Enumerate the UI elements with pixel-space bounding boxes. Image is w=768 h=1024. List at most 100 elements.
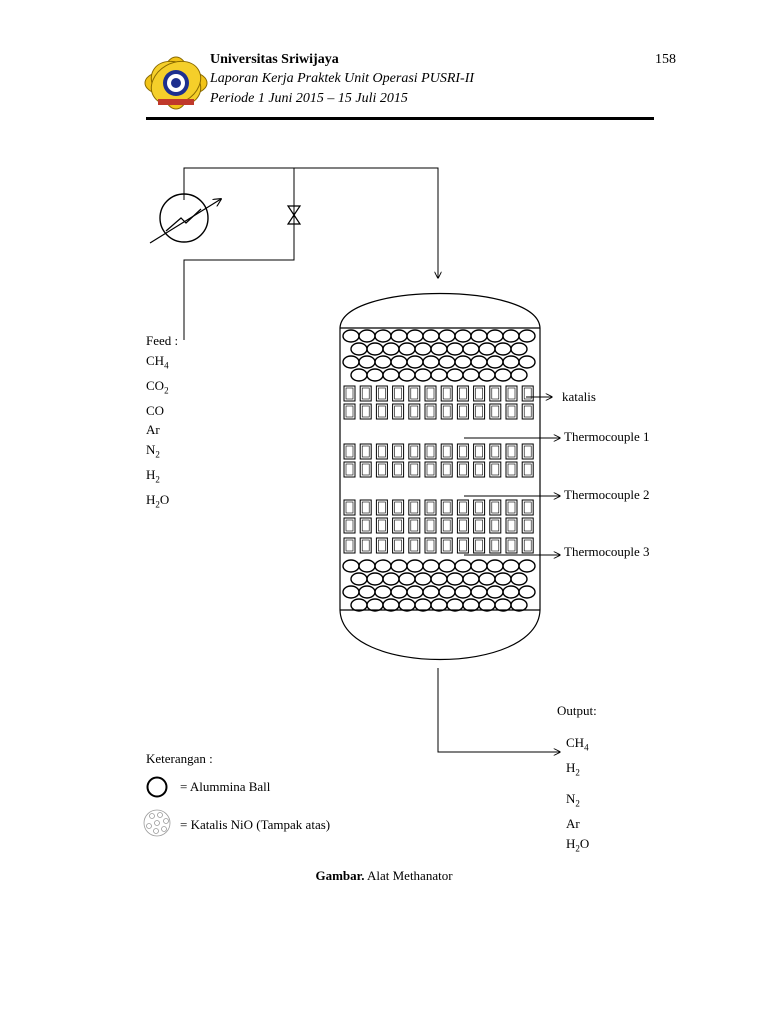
- alumina-ball: [494, 342, 512, 356]
- catalyst-pellet: [505, 461, 518, 478]
- catalyst-pellet: [440, 385, 453, 402]
- catalyst-pellet-inner: [442, 445, 451, 458]
- catalyst-pellet-inner: [523, 463, 532, 476]
- alumina-ball: [510, 598, 528, 612]
- catalyst-pellet-inner: [345, 519, 354, 532]
- catalyst-pellet: [456, 517, 469, 534]
- catalyst-pellet-inner: [459, 445, 467, 458]
- alumina-ball: [374, 585, 392, 599]
- catalyst-pellet: [440, 461, 453, 478]
- catalyst-pellet-inner: [378, 539, 386, 552]
- figure-caption: Gambar. Alat Methanator: [0, 868, 768, 884]
- catalyst-pellet-inner: [491, 387, 500, 400]
- catalyst-pellet: [521, 403, 534, 420]
- catalyst-pellet: [343, 443, 356, 460]
- alumina-ball: [446, 368, 464, 382]
- alumina-ball: [438, 355, 456, 369]
- alumina-ball: [398, 342, 416, 356]
- catalyst-pellet-inner: [361, 387, 370, 400]
- alumina-ball: [350, 572, 368, 586]
- alumina-ball: [406, 329, 424, 343]
- catalyst-pellet: [359, 537, 372, 554]
- catalyst-pellet-inner: [475, 405, 483, 418]
- alumina-ball: [414, 368, 432, 382]
- catalyst-pellet-inner: [507, 463, 516, 476]
- catalyst-pellet: [359, 385, 372, 402]
- catalyst-pellet-inner: [442, 405, 451, 418]
- catalyst-pellet: [505, 443, 518, 460]
- catalyst-pellet-inner: [523, 405, 532, 418]
- alumina-ball: [382, 598, 400, 612]
- catalyst-pellet: [440, 403, 453, 420]
- catalyst-pellet: [489, 403, 502, 420]
- alumina-ball: [446, 598, 464, 612]
- catalyst-pellet: [489, 517, 502, 534]
- alumina-ball: [478, 598, 496, 612]
- catalyst-pellet-inner: [345, 387, 354, 400]
- catalyst-pellet-inner: [410, 539, 419, 552]
- catalyst-pellet-inner: [394, 539, 402, 552]
- catalyst-pellet-inner: [426, 405, 435, 418]
- alumina-ball: [350, 342, 368, 356]
- alumina-ball: [486, 559, 504, 573]
- catalyst-pellet-inner: [523, 501, 532, 514]
- alumina-ball: [342, 329, 360, 343]
- catalyst-pellet-inner: [394, 387, 402, 400]
- catalyst-pellet: [408, 461, 421, 478]
- caption-prefix: Gambar.: [315, 868, 365, 883]
- alumina-ball: [366, 598, 384, 612]
- alumina-ball: [454, 585, 472, 599]
- catalyst-pellet: [343, 403, 356, 420]
- catalyst-pellet-inner: [475, 539, 483, 552]
- catalyst-pellet-inner: [378, 405, 386, 418]
- catalyst-pellet-inner: [491, 445, 500, 458]
- catalyst-pellet: [521, 499, 534, 516]
- alumina-ball: [502, 559, 520, 573]
- alumina-ball: [414, 598, 432, 612]
- catalyst-pellet-inner: [442, 463, 451, 476]
- alumina-ball-legend-icon: [146, 776, 168, 798]
- catalyst-pellet: [440, 443, 453, 460]
- alumina-ball: [358, 355, 376, 369]
- catalyst-pellet-inner: [475, 519, 483, 532]
- alumina-ball: [390, 355, 408, 369]
- header-university: Universitas Sriwijaya: [210, 52, 339, 67]
- catalyst-pellet-inner: [361, 519, 370, 532]
- catalyst-pellet: [343, 461, 356, 478]
- catalyst-pellet: [440, 499, 453, 516]
- alumina-ball: [470, 355, 488, 369]
- catalyst-pellet-inner: [394, 463, 402, 476]
- output-component: H2O: [566, 835, 590, 854]
- catalyst-pellet: [375, 385, 388, 402]
- alumina-ball: [358, 559, 376, 573]
- caption-text: Alat Methanator: [364, 868, 453, 883]
- catalyst-pellet: [424, 385, 437, 402]
- alumina-ball: [518, 355, 536, 369]
- alumina-ball: [518, 585, 536, 599]
- catalyst-pellet-inner: [507, 445, 516, 458]
- catalyst-pellet-inner: [426, 445, 435, 458]
- katalis-label: katalis: [562, 389, 596, 404]
- catalyst-pellet-inner: [491, 463, 500, 476]
- catalyst-pellet: [489, 499, 502, 516]
- catalyst-pellet-inner: [378, 519, 386, 532]
- alumina-ball: [430, 598, 448, 612]
- alumina-ball: [374, 559, 392, 573]
- feed-component: CH4: [146, 352, 169, 371]
- catalyst-pellet-inner: [475, 501, 483, 514]
- alumina-ball: [406, 585, 424, 599]
- alumina-ball: [398, 598, 416, 612]
- catalyst-pellet: [424, 443, 437, 460]
- alumina-ball: [438, 585, 456, 599]
- catalyst-pellet: [456, 443, 469, 460]
- catalyst-pellet: [375, 403, 388, 420]
- catalyst-pellet: [375, 517, 388, 534]
- output-component: H2: [566, 760, 580, 778]
- catalyst-pellet-inner: [426, 539, 435, 552]
- catalyst-pellet: [473, 403, 486, 420]
- alumina-ball: [454, 355, 472, 369]
- output-title: Output:: [557, 703, 597, 718]
- catalyst-pellet-inner: [394, 519, 402, 532]
- catalyst-pellet-inner: [410, 405, 419, 418]
